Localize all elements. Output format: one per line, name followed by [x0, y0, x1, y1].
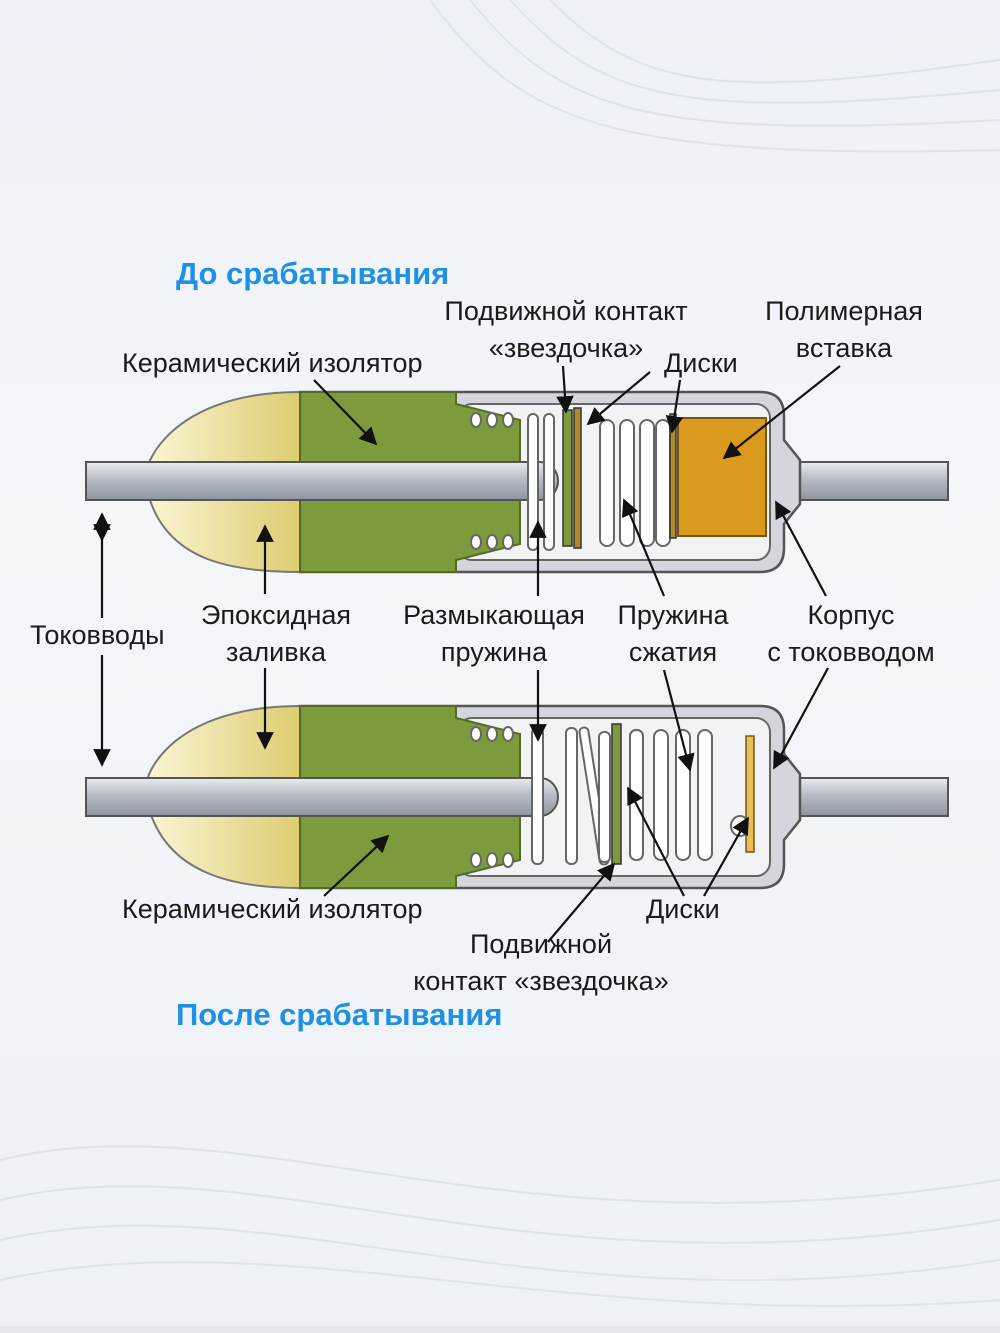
label-movable-contact-bottom-line1: Подвижной	[470, 929, 612, 959]
star-contact	[562, 409, 573, 547]
fuse-before	[85, 390, 949, 574]
title-before: До срабатывания	[176, 256, 449, 291]
label-housing-line1: Корпус	[807, 600, 894, 630]
callout-arrows	[93, 365, 841, 943]
right-current-lead	[799, 461, 949, 501]
label-epoxy-line1: Эпоксидная	[201, 600, 351, 630]
opening-spring	[470, 726, 611, 868]
label-polymer-insert-line2: вставка	[796, 333, 893, 363]
star-contact	[611, 723, 622, 865]
label-movable-contact-top-line1: Подвижной контакт	[444, 296, 687, 326]
fuse-after	[85, 704, 949, 890]
left-current-lead	[85, 777, 559, 817]
label-compression-spring-line2: сжатия	[629, 637, 717, 667]
label-current-leads: Токовводы	[30, 620, 165, 650]
label-movable-contact-bottom-line2: контакт «звездочка»	[413, 966, 668, 996]
label-disks-bottom: Диски	[646, 894, 720, 924]
label-ceramic-insulator-top: Керамический изолятор	[122, 348, 423, 378]
polymer-insert-remnant	[745, 735, 755, 853]
left-current-lead	[85, 461, 559, 501]
label-opening-spring-line1: Размыкающая	[403, 600, 585, 630]
label-movable-contact-top-line2: «звездочка»	[489, 333, 643, 363]
title-after: После срабатывания	[176, 997, 502, 1032]
label-ceramic-insulator-bottom: Керамический изолятор	[122, 894, 423, 924]
disk	[669, 413, 677, 539]
label-housing-line2: с токовводом	[767, 637, 934, 667]
right-current-lead	[799, 777, 949, 817]
disk	[573, 407, 582, 549]
label-opening-spring-line2: пружина	[441, 637, 548, 667]
label-disks-top: Диски	[664, 348, 738, 378]
label-epoxy-line2: заливка	[226, 637, 327, 667]
opening-spring	[470, 412, 555, 551]
label-compression-spring-line1: Пружина	[618, 600, 730, 630]
label-polymer-insert-line1: Полимерная	[765, 296, 923, 326]
